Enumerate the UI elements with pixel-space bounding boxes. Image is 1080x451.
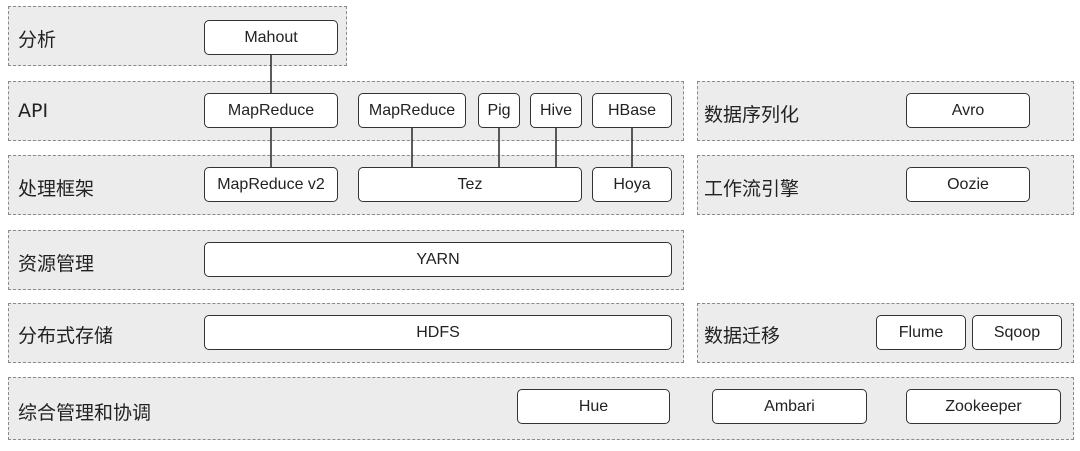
node-flume: Flume — [876, 315, 966, 350]
layer-label-migration: 数据迁移 — [704, 325, 781, 347]
node-avro: Avro — [906, 93, 1030, 128]
node-sqoop: Sqoop — [972, 315, 1062, 350]
node-mapreduce-v2: MapReduce v2 — [204, 167, 338, 202]
layer-label-storage: 分布式存储 — [18, 325, 114, 347]
layer-label-management: 综合管理和协调 — [18, 402, 152, 424]
layer-label-processing: 处理框架 — [18, 178, 95, 200]
node-tez: Tez — [358, 167, 582, 202]
node-mapreduce-tez-api: MapReduce — [358, 93, 466, 128]
node-zookeeper: Zookeeper — [906, 389, 1061, 424]
layer-label-resource: 资源管理 — [18, 253, 95, 275]
layer-label-serialization: 数据序列化 — [704, 104, 800, 126]
node-oozie: Oozie — [906, 167, 1030, 202]
node-hive: Hive — [530, 93, 582, 128]
node-pig: Pig — [478, 93, 520, 128]
node-hue: Hue — [517, 389, 670, 424]
layer-label-workflow: 工作流引擎 — [704, 178, 800, 200]
node-hbase: HBase — [592, 93, 672, 128]
node-yarn: YARN — [204, 242, 672, 277]
node-hoya: Hoya — [592, 167, 672, 202]
layer-serialization: 数据序列化 — [697, 81, 1074, 141]
layer-label-api: API — [18, 100, 49, 122]
node-mapreduce-api: MapReduce — [204, 93, 338, 128]
node-mahout: Mahout — [204, 20, 338, 55]
node-ambari: Ambari — [712, 389, 867, 424]
node-hdfs: HDFS — [204, 315, 672, 350]
layer-label-analysis: 分析 — [18, 29, 57, 51]
